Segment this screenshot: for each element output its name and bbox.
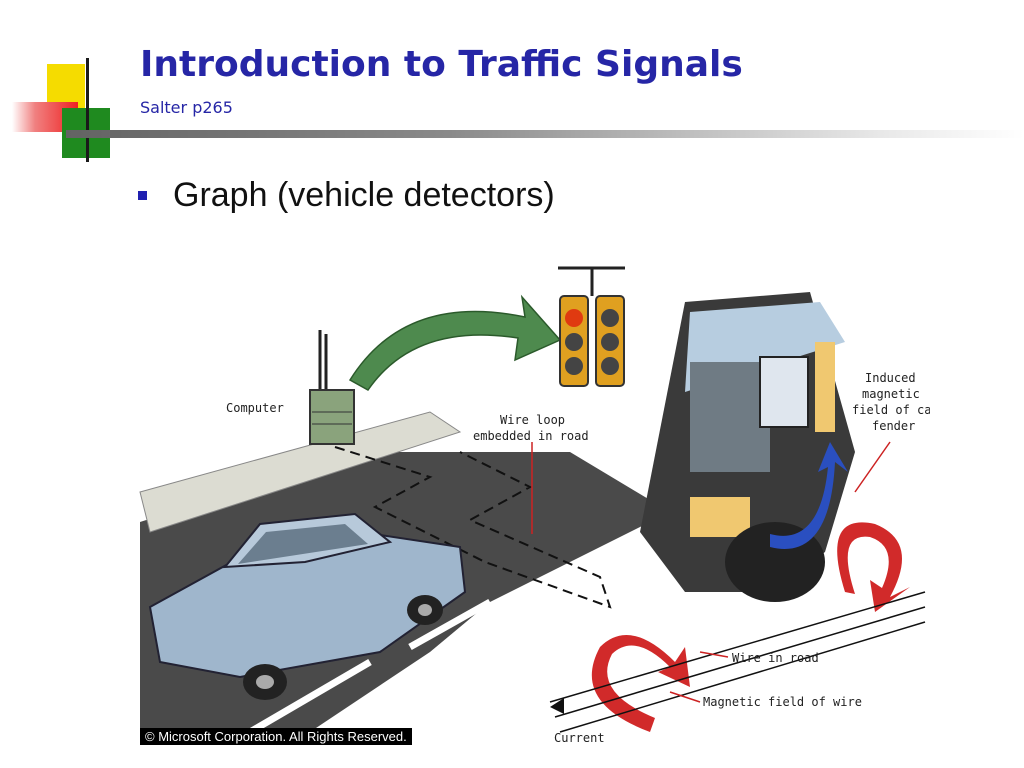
induced-field-arc-blue (770, 442, 848, 549)
bullet-list-item: Graph (vehicle detectors) (138, 176, 555, 215)
slide-subtitle: Salter p265 (140, 98, 233, 117)
vehicle-detector-illustration: Computer Wire loop embedded in road Indu… (139, 266, 930, 745)
slide-title: Introduction to Traffic Signals (140, 44, 743, 85)
lane-markings (248, 598, 492, 736)
bullet-text: Graph (vehicle detectors) (173, 176, 555, 214)
label-wire-in-road: Wire in road (732, 651, 819, 665)
label-induced-line1: Induced (865, 371, 916, 385)
computer-cabinet (309, 330, 355, 445)
label-induced-line2: magnetic (862, 387, 920, 401)
wire-loop (334, 446, 612, 609)
label-leaders (669, 441, 891, 703)
corner-decoration (0, 0, 140, 170)
magnetic-field-arc-red-upper (837, 522, 910, 612)
deco-vertical-line (86, 58, 89, 162)
label-induced-line3: field of car (852, 403, 930, 417)
title-divider (66, 130, 1024, 138)
label-current: Current (554, 731, 605, 745)
copyright-notice: © Microsoft Corporation. All Rights Rese… (140, 728, 412, 745)
label-wire-loop-line1: Wire loop (500, 413, 565, 427)
label-magnetic-field: Magnetic field of wire (703, 695, 862, 709)
label-computer: Computer (226, 401, 284, 415)
current-arrowhead (550, 698, 564, 714)
car (148, 512, 467, 700)
wire-in-road-lines (549, 591, 926, 733)
fender-closeup (640, 292, 855, 602)
square-bullet-icon (138, 191, 147, 200)
label-wire-loop-line2: embedded in road (473, 429, 589, 443)
magnetic-field-arc-red-lower (591, 635, 690, 732)
traffic-signal (558, 266, 625, 387)
green-signal-arrow (348, 294, 562, 391)
label-induced-line4: fender (872, 419, 915, 433)
